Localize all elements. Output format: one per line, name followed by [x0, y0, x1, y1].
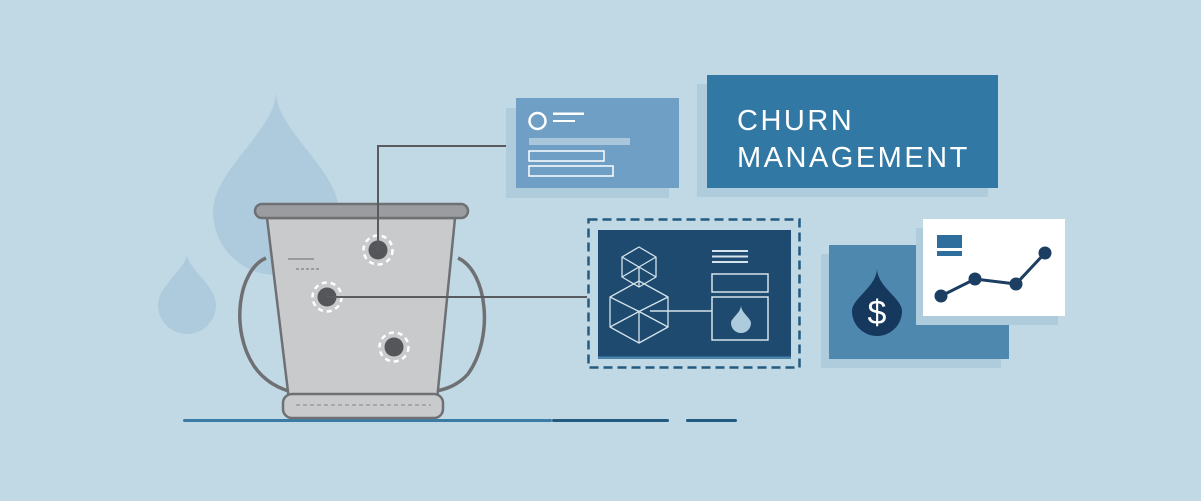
customer-field-1: [528, 150, 605, 162]
line-chart: [934, 235, 1052, 303]
process-card: [587, 218, 801, 369]
chart-line: [940, 251, 1047, 298]
bucket-rim: [253, 202, 470, 220]
customer-detail-bar: [529, 138, 630, 145]
dollar-symbol: $: [868, 294, 887, 332]
chart-legend-bar: [937, 251, 962, 256]
customer-name-line: [553, 112, 584, 115]
process-panel-accent: [598, 356, 791, 359]
chart-legend-block: [937, 235, 962, 248]
process-text-lines: [712, 250, 748, 263]
droplet-icon: [731, 305, 751, 334]
ground-line-left: [183, 419, 552, 422]
callout-line-top-hole: [377, 145, 516, 250]
process-output-box: [711, 296, 769, 341]
ground-line-middle: [552, 419, 669, 422]
small-droplet-icon: [158, 253, 216, 335]
page-title-line-2: MANAGEMENT: [737, 142, 970, 174]
customer-field-2: [528, 165, 614, 177]
bucket-handle-right: [435, 256, 487, 393]
ground-line-right: [686, 419, 737, 422]
customer-subtitle-line: [553, 120, 575, 122]
customer-card: [516, 98, 679, 188]
customer-card-graphic: [528, 111, 630, 177]
customer-avatar-icon: [528, 111, 547, 131]
hole-highlight-ring: [378, 331, 410, 363]
chart-point: [1038, 246, 1052, 260]
bucket-hole-bottom: [384, 337, 404, 357]
dashed-selection-border: [587, 218, 801, 369]
leaky-bucket: [238, 202, 487, 420]
process-field: [711, 273, 769, 293]
bucket-handle-left: [238, 256, 298, 395]
chart-point: [1009, 277, 1023, 291]
dollar-droplet-icon: [852, 268, 902, 337]
cube-icon-large: [609, 280, 669, 344]
chart-point: [934, 289, 948, 303]
title-card: CHURN MANAGEMENT: [707, 75, 998, 188]
chart-card: [923, 219, 1065, 316]
page-title-line-1: CHURN: [737, 105, 855, 137]
cube-icon-small: [621, 246, 657, 288]
chart-point: [968, 272, 982, 286]
money-card-graphic: $: [852, 268, 902, 337]
